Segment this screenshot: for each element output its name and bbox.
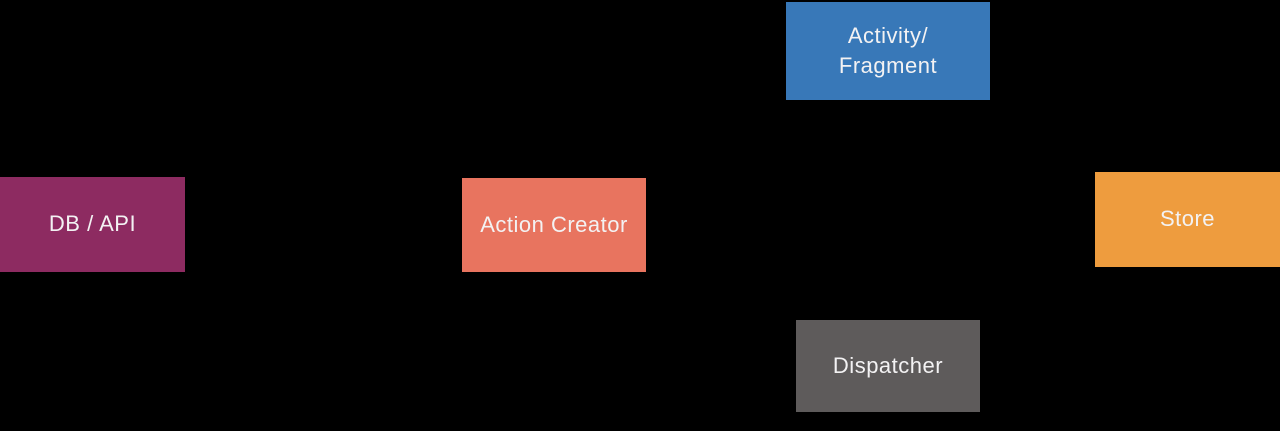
node-dispatcher: Dispatcher bbox=[796, 320, 980, 412]
node-activity-fragment: Activity/ Fragment bbox=[786, 2, 990, 100]
node-store: Store bbox=[1095, 172, 1280, 267]
node-dispatcher-label: Dispatcher bbox=[832, 352, 944, 378]
node-db-api: DB / API bbox=[0, 177, 185, 272]
node-activity-fragment-label: Activity/ Fragment bbox=[838, 22, 938, 78]
node-action-creator: Action Creator bbox=[462, 178, 646, 272]
node-db-api-label: DB / API bbox=[48, 211, 137, 237]
node-store-label: Store bbox=[1159, 206, 1216, 232]
node-action-creator-label: Action Creator bbox=[480, 211, 628, 237]
